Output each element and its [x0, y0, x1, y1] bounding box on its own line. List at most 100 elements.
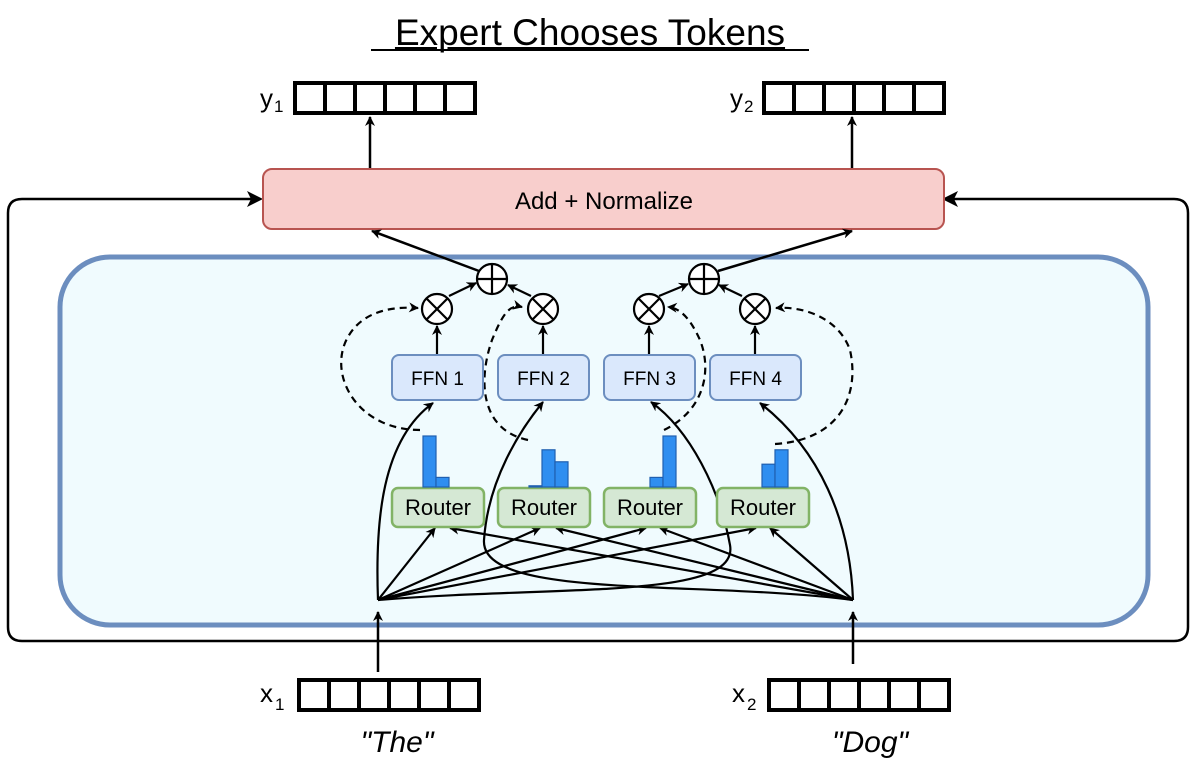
token2-to-ffn4 — [759, 402, 855, 601]
plus-combine-1 — [475, 262, 509, 296]
router-4-label: Router — [730, 495, 796, 520]
multiply-gate-1 — [420, 292, 454, 326]
input-x1-vector-cell — [387, 678, 421, 712]
gate-dashed-1 — [340, 302, 421, 432]
ffn-1-label: FFN 1 — [411, 369, 464, 390]
arrow-mult4-to-plus2 — [718, 284, 743, 297]
token2-to-router1 — [449, 524, 854, 602]
ffn-2-label: FFN 2 — [517, 369, 570, 390]
input-x2-vector-cell — [767, 678, 801, 712]
output-y2-vector-cell — [852, 81, 886, 115]
output-y2-vector-cell — [822, 81, 856, 115]
input-x1-vector-cell — [417, 678, 451, 712]
gate-dashed-3 — [663, 302, 707, 431]
output-y1-sub: 1 — [274, 97, 283, 116]
input-x1-vector-cell — [297, 678, 331, 712]
router-4-probabilities — [761, 449, 789, 488]
input-x1-vector-cell — [327, 678, 361, 712]
ffn-4: FFN 4 — [709, 354, 802, 401]
multiply-gate-2 — [526, 292, 560, 326]
residual-loop — [6, 197, 1190, 643]
output-y1-vector-cell — [293, 81, 327, 115]
output-y2-vector-cell — [762, 81, 796, 115]
arrow-plus1-to-addnorm — [371, 229, 480, 273]
token2-to-router3 — [659, 526, 854, 602]
residual-arrowhead-left — [247, 191, 263, 207]
input-x2-vector-cell — [857, 678, 891, 712]
output-y2-label: y — [730, 83, 743, 113]
router-4-bar-3 — [774, 449, 789, 488]
output-y2: y 2 — [730, 81, 946, 116]
router-1-bar-2 — [435, 476, 450, 488]
router-3-bar-2 — [649, 476, 664, 488]
output-y2-vector — [762, 81, 946, 115]
output-y1-vector-cell — [413, 81, 447, 115]
token2-to-ffn2 — [482, 401, 854, 602]
input-x1-sub: 1 — [275, 695, 284, 714]
router-2-bar-1 — [528, 485, 543, 488]
token2-to-router2 — [555, 525, 854, 602]
ffn-4-label: FFN 4 — [729, 369, 782, 390]
input-x1-vector-cell — [357, 678, 391, 712]
output-y1-vector — [293, 81, 477, 115]
input-x1-label: x — [260, 678, 273, 708]
router-3: Router — [602, 486, 698, 529]
output-y2-sub: 2 — [744, 97, 753, 116]
output-y2-vector-cell — [882, 81, 916, 115]
output-y2-vector-cell — [792, 81, 826, 115]
router-4-bar-2 — [761, 463, 776, 488]
output-y2-vector-cell — [912, 81, 946, 115]
gate-dashed-4 — [774, 302, 854, 446]
input-x2-vector-cell — [917, 678, 951, 712]
router-4: Router — [715, 486, 811, 529]
plus-combine-2 — [687, 262, 721, 296]
output-y1-vector-cell — [443, 81, 477, 115]
ffn-3: FFN 3 — [603, 354, 696, 401]
router-2: Router — [496, 486, 592, 529]
input-x2: x 2 "Dog" — [732, 678, 951, 759]
router-2-probabilities — [528, 449, 569, 488]
input-x2-vector — [767, 678, 951, 712]
gate-dashed-2 — [483, 299, 529, 442]
arrow-mult2-to-plus1 — [507, 284, 532, 297]
output-y1-vector-cell — [353, 81, 387, 115]
diagram-title: Expert Chooses Tokens — [395, 12, 785, 53]
router-3-probabilities — [649, 435, 677, 488]
token2-to-router4 — [769, 527, 854, 601]
router-2-bar-2 — [541, 449, 556, 488]
add-normalize-label: Add + Normalize — [515, 188, 693, 215]
router-3-label: Router — [617, 495, 683, 520]
multiply-gate-3 — [632, 292, 666, 326]
input-x1-word: "The" — [361, 726, 435, 759]
ffn-3-label: FFN 3 — [623, 369, 676, 390]
router-1: Router — [390, 486, 486, 529]
token1-to-router1 — [377, 527, 436, 601]
arrow-plus2-to-addnorm — [717, 228, 853, 273]
output-y1-vector-cell — [323, 81, 357, 115]
ffn-2: FFN 2 — [497, 354, 590, 401]
arrow-mult1-to-plus1 — [448, 282, 477, 297]
add-normalize-box — [262, 168, 945, 230]
router-1-probabilities — [422, 435, 450, 488]
input-x1: x 1 "The" — [260, 678, 481, 759]
multiply-gate-4 — [738, 292, 772, 326]
input-x1-vector-cell — [447, 678, 481, 712]
input-x2-sub: 2 — [747, 695, 756, 714]
output-y1-vector-cell — [383, 81, 417, 115]
token1-to-ffn1 — [376, 402, 434, 601]
arrow-mult3-to-plus2 — [658, 282, 689, 298]
router-2-label: Router — [511, 495, 577, 520]
token1-to-ffn3 — [377, 401, 732, 602]
input-x2-vector-cell — [887, 678, 921, 712]
moe-layer-panel — [57, 254, 1151, 628]
ffn-1: FFN 1 — [391, 354, 484, 401]
input-x2-vector-cell — [797, 678, 831, 712]
input-x2-vector-cell — [827, 678, 861, 712]
input-x1-vector — [297, 678, 481, 712]
router-1-bar-1 — [422, 435, 437, 488]
router-1-label: Router — [405, 495, 471, 520]
input-x2-word: "Dog" — [832, 726, 910, 759]
residual-arrowhead-right — [942, 191, 958, 207]
input-x2-label: x — [732, 678, 745, 708]
